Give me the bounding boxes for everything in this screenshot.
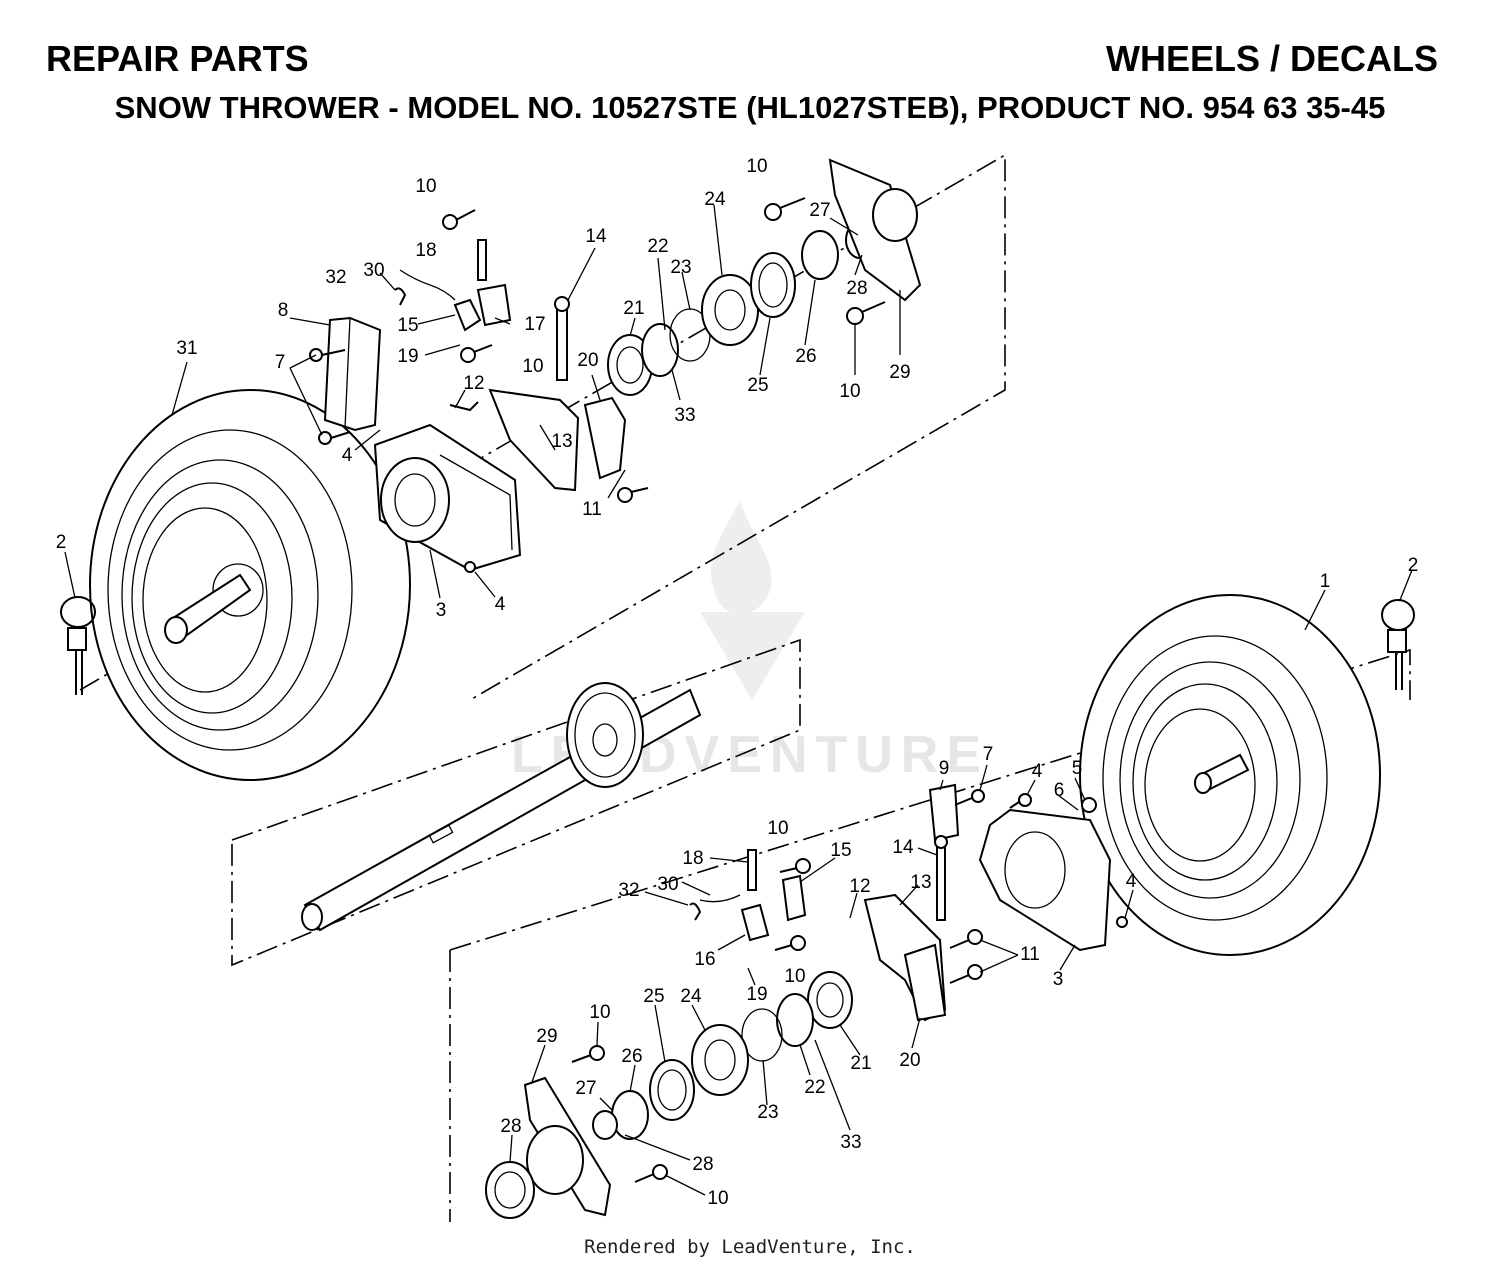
callout-26: 26 xyxy=(621,1046,642,1067)
callout-25: 25 xyxy=(747,375,768,396)
callout-23: 23 xyxy=(670,257,691,278)
callout-18: 18 xyxy=(682,848,703,869)
callout-5: 5 xyxy=(1072,758,1083,779)
callout-2: 2 xyxy=(56,532,67,553)
callout-10: 10 xyxy=(707,1188,728,1209)
callout-24: 24 xyxy=(704,189,726,210)
callout-13: 13 xyxy=(910,872,931,893)
callout-27: 27 xyxy=(809,200,830,221)
callout-16: 16 xyxy=(694,949,715,970)
callout-3: 3 xyxy=(1053,969,1064,990)
drive-components-upper xyxy=(607,158,922,396)
linkage-upper xyxy=(394,209,649,503)
callout-4: 4 xyxy=(495,594,506,615)
callout-30: 30 xyxy=(363,260,384,281)
callout-19: 19 xyxy=(746,984,767,1005)
callout-1: 1 xyxy=(1320,571,1331,592)
callout-28: 28 xyxy=(692,1154,713,1175)
callout-9: 9 xyxy=(939,758,950,779)
model-subtitle: SNOW THROWER - MODEL NO. 10527STE (HL102… xyxy=(114,90,1386,125)
callout-3: 3 xyxy=(436,600,447,621)
callout-7: 7 xyxy=(275,352,286,373)
callout-4: 4 xyxy=(1032,761,1043,782)
section-title: WHEELS / DECALS xyxy=(1105,38,1438,79)
callout-21: 21 xyxy=(850,1053,871,1074)
callout-29: 29 xyxy=(889,362,910,383)
gear-housing-upper xyxy=(373,423,522,573)
callout-15: 15 xyxy=(397,315,418,336)
callout-14: 14 xyxy=(892,837,914,858)
linkage-lower xyxy=(689,835,983,1022)
callout-12: 12 xyxy=(849,876,870,897)
callout-20: 20 xyxy=(899,1050,920,1071)
callout-11: 11 xyxy=(582,499,602,520)
callout-22: 22 xyxy=(647,236,668,257)
callout-23: 23 xyxy=(757,1102,778,1123)
callout-26: 26 xyxy=(795,346,816,367)
callout-10: 10 xyxy=(784,966,805,987)
callout-33: 33 xyxy=(840,1132,861,1153)
footer-credit: Rendered by LeadVenture, Inc. xyxy=(584,1236,916,1258)
callout-6: 6 xyxy=(1054,780,1065,801)
callout-12: 12 xyxy=(463,373,484,394)
callout-22: 22 xyxy=(804,1077,825,1098)
callout-25: 25 xyxy=(643,986,664,1007)
wheel-assembly-upper xyxy=(89,389,411,781)
callout-15: 15 xyxy=(830,840,851,861)
callout-10: 10 xyxy=(767,818,788,839)
callout-31: 31 xyxy=(176,338,197,359)
callout-10: 10 xyxy=(415,176,436,197)
callout-4: 4 xyxy=(1126,871,1137,892)
callout-20: 20 xyxy=(577,350,598,371)
callout-29: 29 xyxy=(536,1026,557,1047)
callout-30: 30 xyxy=(657,874,678,895)
callout-32: 32 xyxy=(618,880,639,901)
callout-10: 10 xyxy=(589,1002,610,1023)
callout-13: 13 xyxy=(551,431,572,452)
callout-24: 24 xyxy=(680,986,702,1007)
callout-28: 28 xyxy=(500,1116,521,1137)
callout-8: 8 xyxy=(278,300,289,321)
drive-components-lower xyxy=(485,971,853,1219)
callout-10: 10 xyxy=(839,381,860,402)
wheel-assembly-lower xyxy=(1079,594,1381,956)
callout-14: 14 xyxy=(585,226,607,247)
callout-2: 2 xyxy=(1408,555,1419,576)
callout-11: 11 xyxy=(1020,944,1040,965)
callout-33: 33 xyxy=(674,405,695,426)
callout-19: 19 xyxy=(397,346,418,367)
leader-lines xyxy=(64,204,1413,1196)
callout-labels: 31 2 8 7 4 3 4 10 18 30 32 15 19 17 10 1… xyxy=(56,156,1419,1209)
callout-10: 10 xyxy=(746,156,767,177)
callout-7: 7 xyxy=(983,744,994,765)
callout-4: 4 xyxy=(342,445,353,466)
hairpin-right xyxy=(1381,599,1415,690)
gear-housing-lower xyxy=(928,783,1128,952)
page-title: REPAIR PARTS xyxy=(46,38,309,79)
callout-10: 10 xyxy=(522,356,543,377)
callout-18: 18 xyxy=(415,240,436,261)
axle-and-gear xyxy=(301,682,702,932)
callout-28: 28 xyxy=(846,278,867,299)
callout-17: 17 xyxy=(524,314,545,335)
hairpin-left xyxy=(60,596,96,695)
callout-21: 21 xyxy=(623,298,644,319)
callout-27: 27 xyxy=(575,1078,596,1099)
callout-32: 32 xyxy=(325,267,346,288)
